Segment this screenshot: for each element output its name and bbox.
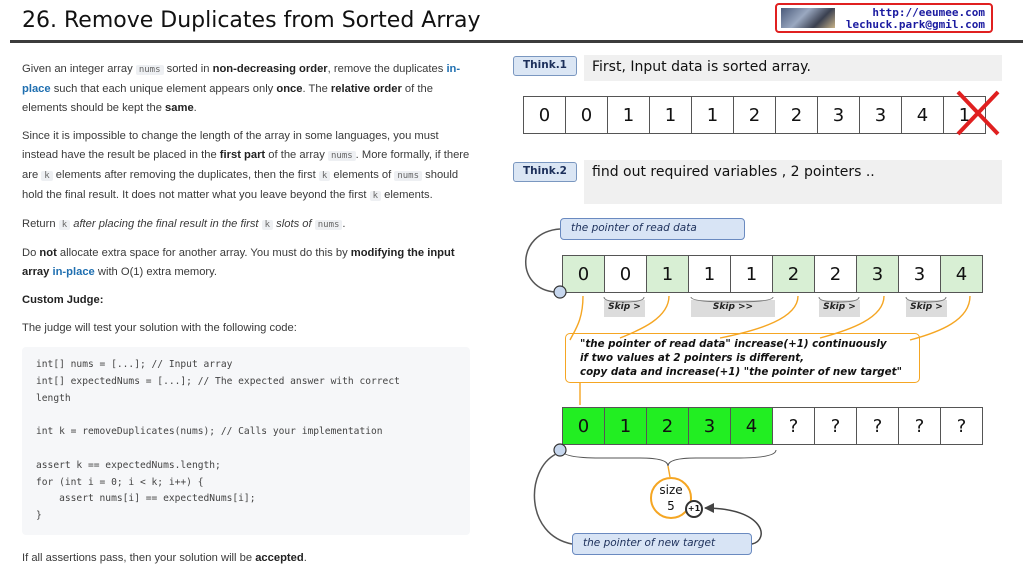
target-pointer-loop (533, 453, 573, 545)
contact-badge: http://eeumee.com lechuck.park@gmil.com (775, 3, 993, 33)
array-cell: 0 (562, 407, 605, 445)
paragraph-3: Return k after placing the final result … (22, 218, 346, 230)
array-cell: 3 (856, 255, 899, 293)
array-cell: 1 (691, 96, 734, 134)
read-pointer-loop (525, 228, 561, 293)
judge-intro: The judge will test your solution with t… (22, 322, 297, 334)
target-pointer-label: the pointer of new target (572, 533, 752, 555)
custom-judge-heading: Custom Judge: (22, 294, 104, 306)
target-pointer-dot (553, 443, 567, 457)
array-cell: 3 (688, 407, 731, 445)
logo-image (781, 8, 835, 28)
array-cell: 1 (730, 255, 773, 293)
array-cell: 4 (940, 255, 983, 293)
final-paragraph: If all assertions pass, then your soluti… (22, 551, 307, 564)
array-cell: 2 (814, 255, 857, 293)
array-cell: 0 (523, 96, 566, 134)
skip-label: Skip > (604, 300, 645, 317)
think2-text: find out required variables , 2 pointers… (584, 160, 1002, 204)
array-cell: 3 (898, 255, 941, 293)
contact-email[interactable]: lechuck.park@gmil.com (845, 18, 985, 31)
skip-label: Skip > (819, 300, 860, 317)
array-cell: 1 (607, 96, 650, 134)
array-cell: ? (940, 407, 983, 445)
paragraph-2: Since it is impossible to change the len… (22, 130, 470, 201)
array-cell: 4 (730, 407, 773, 445)
paragraph-4: Do not allocate extra space for another … (22, 247, 455, 278)
paragraph-1: Given an integer array nums sorted in no… (22, 63, 461, 114)
think2-label: Think.2 (513, 162, 577, 182)
page-title: 26. Remove Duplicates from Sorted Array (22, 8, 481, 33)
array-cell: 1 (649, 96, 692, 134)
size-value: 5 (667, 499, 675, 513)
note-line: copy data and increase(+1) "the pointer … (580, 366, 902, 378)
array-cell: 2 (772, 255, 815, 293)
think1-label: Think.1 (513, 56, 577, 76)
skip-label: Skip > (906, 300, 947, 317)
array-cell: ? (772, 407, 815, 445)
array-cell: 2 (733, 96, 776, 134)
array-cell: ? (814, 407, 857, 445)
size-label: size (659, 483, 683, 497)
note-line: if two values at 2 pointers is different… (580, 352, 805, 364)
array-cell: 0 (562, 255, 605, 293)
title-divider (10, 40, 1023, 43)
note-line: "the pointer of read data" increase(+1) … (580, 338, 887, 350)
skip-label: Skip >> (691, 300, 775, 317)
problem-description: Given an integer array nums sorted in no… (22, 60, 472, 570)
code-block: int[] nums = [...]; // Input array int[]… (22, 347, 470, 535)
increment-badge: +1 (685, 500, 703, 518)
array-cell: ? (856, 407, 899, 445)
result-bracket (561, 449, 777, 467)
array-cell: 0 (604, 255, 647, 293)
array-cell: 1 (943, 96, 986, 134)
array-cell: 0 (565, 96, 608, 134)
array-cell: 3 (859, 96, 902, 134)
array-cell: 3 (817, 96, 860, 134)
array-cell: 1 (646, 255, 689, 293)
array-cell: 1 (604, 407, 647, 445)
algorithm-note: "the pointer of read data" increase(+1) … (565, 333, 920, 383)
skip-brackets (603, 296, 947, 303)
array-cell: 2 (646, 407, 689, 445)
read-pointer-label: the pointer of read data (560, 218, 745, 240)
think1-text: First, Input data is sorted array. (584, 55, 1002, 81)
array-cell: 2 (775, 96, 818, 134)
size-connector (667, 465, 671, 478)
array-cell: 1 (688, 255, 731, 293)
array-cell: ? (898, 407, 941, 445)
contact-url[interactable]: http://eeumee.com (872, 6, 985, 19)
arrowhead-icon (704, 503, 714, 513)
array-cell: 4 (901, 96, 944, 134)
